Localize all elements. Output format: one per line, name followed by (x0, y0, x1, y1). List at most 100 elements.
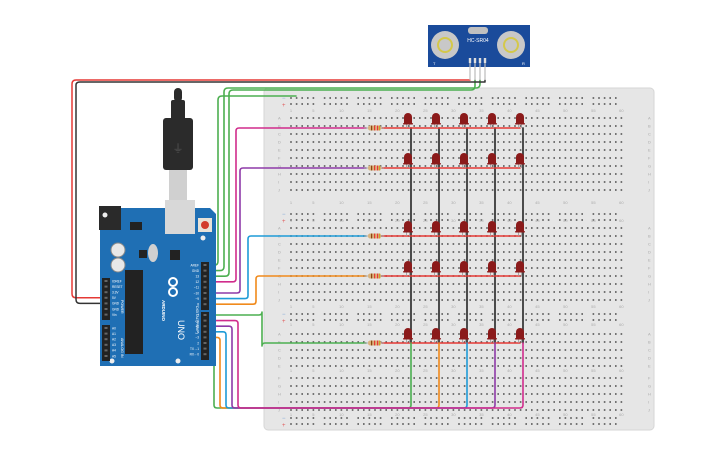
breadboard-hole[interactable] (475, 227, 477, 229)
breadboard-hole[interactable] (329, 157, 331, 159)
breadboard-hole[interactable] (335, 213, 337, 215)
breadboard-hole[interactable] (363, 401, 365, 403)
breadboard-hole[interactable] (447, 385, 449, 387)
breadboard-hole[interactable] (463, 349, 466, 351)
breadboard-hole[interactable] (486, 267, 488, 269)
breadboard-hole[interactable] (413, 349, 415, 351)
breadboard-hole[interactable] (323, 181, 326, 183)
breadboard-hole[interactable] (570, 141, 572, 143)
breadboard-hole[interactable] (346, 357, 348, 359)
breadboard-hole[interactable] (441, 409, 443, 411)
breadboard-hole[interactable] (564, 189, 567, 191)
breadboard-hole[interactable] (587, 275, 589, 277)
breadboard-hole[interactable] (346, 365, 348, 367)
breadboard-hole[interactable] (514, 377, 516, 379)
breadboard-hole[interactable] (514, 349, 516, 351)
arduino-pin[interactable] (104, 327, 108, 329)
breadboard-hole[interactable] (581, 157, 583, 159)
breadboard-hole[interactable] (592, 243, 595, 245)
breadboard-hole[interactable] (346, 125, 348, 127)
breadboard-hole[interactable] (587, 267, 589, 269)
breadboard-hole[interactable] (385, 341, 387, 343)
breadboard-hole[interactable] (323, 243, 326, 245)
breadboard-hole[interactable] (307, 299, 309, 301)
breadboard-hole[interactable] (615, 385, 617, 387)
breadboard-hole[interactable] (536, 417, 539, 419)
breadboard-hole[interactable] (581, 125, 583, 127)
breadboard-hole[interactable] (368, 417, 371, 419)
breadboard-hole[interactable] (536, 117, 539, 119)
breadboard-hole[interactable] (559, 157, 561, 159)
breadboard-hole[interactable] (598, 423, 600, 425)
breadboard-hole[interactable] (452, 357, 455, 359)
breadboard-hole[interactable] (480, 141, 483, 143)
breadboard-hole[interactable] (587, 357, 589, 359)
breadboard-hole[interactable] (514, 157, 516, 159)
breadboard-hole[interactable] (379, 125, 382, 127)
breadboard-hole[interactable] (519, 125, 522, 127)
breadboard-hole[interactable] (340, 173, 343, 175)
breadboard-hole[interactable] (475, 125, 477, 127)
breadboard-hole[interactable] (514, 319, 516, 321)
breadboard-hole[interactable] (407, 213, 410, 215)
breadboard-hole[interactable] (508, 357, 511, 359)
breadboard-hole[interactable] (519, 357, 522, 359)
breadboard-hole[interactable] (413, 401, 415, 403)
column-signal-wire[interactable] (206, 319, 524, 409)
breadboard-hole[interactable] (592, 409, 595, 411)
breadboard-hole[interactable] (463, 357, 466, 359)
breadboard-hole[interactable] (575, 103, 578, 105)
breadboard-hole[interactable] (441, 393, 443, 395)
breadboard-hole[interactable] (435, 165, 438, 167)
breadboard-hole[interactable] (581, 213, 583, 215)
breadboard-hole[interactable] (503, 133, 505, 135)
breadboard-hole[interactable] (441, 377, 443, 379)
breadboard-hole[interactable] (508, 409, 511, 411)
breadboard-hole[interactable] (435, 97, 438, 99)
breadboard-hole[interactable] (508, 393, 511, 395)
breadboard-hole[interactable] (531, 165, 533, 167)
breadboard-hole[interactable] (514, 189, 516, 191)
breadboard-hole[interactable] (290, 417, 292, 419)
breadboard-hole[interactable] (531, 149, 533, 151)
breadboard-hole[interactable] (351, 133, 354, 135)
breadboard-hole[interactable] (598, 377, 600, 379)
arduino-pin[interactable] (104, 285, 108, 288)
breadboard-hole[interactable] (575, 267, 578, 269)
breadboard-hole[interactable] (486, 357, 488, 359)
breadboard-hole[interactable] (363, 299, 365, 301)
breadboard-hole[interactable] (402, 377, 404, 379)
breadboard-hole[interactable] (458, 189, 460, 191)
breadboard-hole[interactable] (497, 97, 499, 99)
breadboard-hole[interactable] (480, 417, 483, 419)
breadboard-hole[interactable] (497, 181, 499, 183)
breadboard-hole[interactable] (452, 227, 455, 229)
breadboard-hole[interactable] (508, 251, 511, 253)
breadboard-hole[interactable] (598, 275, 600, 277)
breadboard-hole[interactable] (519, 393, 522, 395)
breadboard-hole[interactable] (536, 283, 539, 285)
breadboard-hole[interactable] (391, 417, 393, 419)
column-signal-wire[interactable] (206, 336, 440, 409)
breadboard-hole[interactable] (435, 251, 438, 253)
breadboard-hole[interactable] (486, 333, 488, 335)
breadboard-hole[interactable] (391, 189, 393, 191)
breadboard-hole[interactable] (318, 259, 320, 261)
breadboard-hole[interactable] (318, 393, 320, 395)
breadboard-hole[interactable] (374, 189, 376, 191)
breadboard-hole[interactable] (301, 267, 303, 269)
breadboard-hole[interactable] (307, 251, 309, 253)
breadboard-hole[interactable] (290, 365, 292, 367)
breadboard-hole[interactable] (424, 259, 427, 261)
breadboard-hole[interactable] (620, 165, 623, 167)
breadboard-hole[interactable] (413, 133, 415, 135)
led[interactable] (487, 153, 497, 168)
breadboard-hole[interactable] (531, 213, 533, 215)
breadboard-hole[interactable] (480, 149, 483, 151)
breadboard-hole[interactable] (463, 423, 466, 425)
breadboard-hole[interactable] (346, 393, 348, 395)
breadboard-hole[interactable] (447, 259, 449, 261)
breadboard-hole[interactable] (587, 377, 589, 379)
breadboard-hole[interactable] (351, 157, 354, 159)
breadboard-hole[interactable] (363, 341, 365, 343)
